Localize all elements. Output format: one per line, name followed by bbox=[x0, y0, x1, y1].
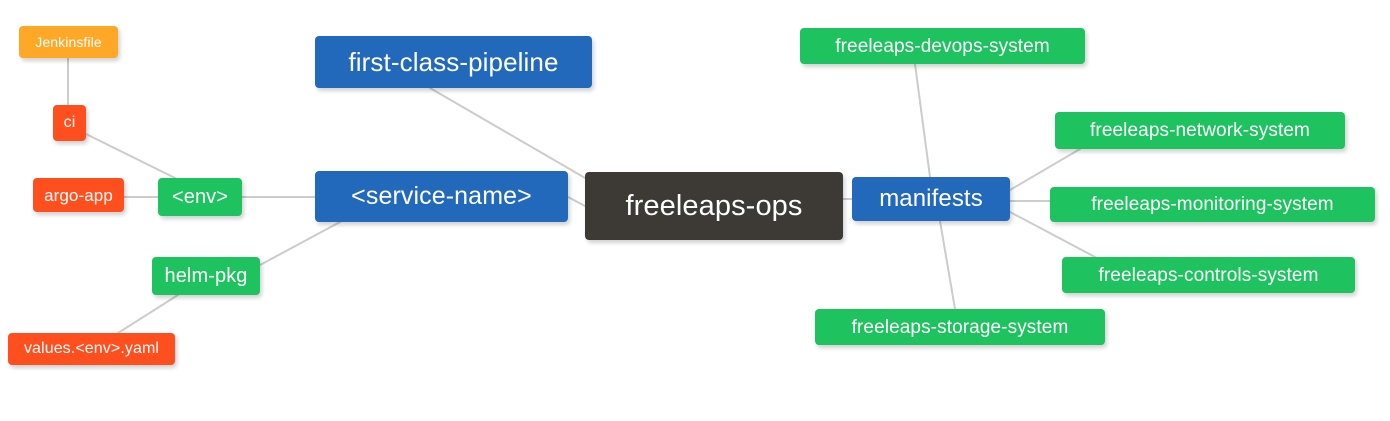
mindmap-node-manifests[interactable]: manifests bbox=[852, 177, 1010, 221]
mindmap-node-root[interactable]: freeleaps-ops bbox=[585, 172, 843, 240]
mindmap-node-env[interactable]: <env> bbox=[158, 178, 242, 216]
mindmap-node-monitoring[interactable]: freeleaps-monitoring-system bbox=[1050, 187, 1375, 222]
mindmap-node-helmpkg[interactable]: helm-pkg bbox=[152, 257, 260, 295]
edge-manifests-to-storage bbox=[939, 220, 956, 310]
edge-root-to-service bbox=[567, 196, 586, 207]
edge-env-to-ci bbox=[85, 133, 176, 179]
mindmap-node-devops[interactable]: freeleaps-devops-system bbox=[800, 28, 1085, 64]
edge-manifests-to-network bbox=[1009, 148, 1081, 191]
mindmap-node-ci[interactable]: ci bbox=[53, 105, 86, 141]
mindmap-node-service[interactable]: <service-name> bbox=[315, 171, 568, 222]
edge-service-to-helmpkg bbox=[259, 221, 341, 266]
edge-manifests-to-devops bbox=[914, 63, 931, 178]
mindmap-node-pipeline[interactable]: first-class-pipeline bbox=[315, 36, 592, 88]
edge-root-to-pipeline bbox=[429, 87, 593, 183]
edge-helmpkg-to-valuesyaml bbox=[117, 294, 179, 334]
mindmap-node-valuesyaml[interactable]: values.<env>.yaml bbox=[8, 333, 175, 365]
mindmap-node-jenkinsfile[interactable]: Jenkinsfile bbox=[19, 26, 118, 58]
mindmap-node-argoapp[interactable]: argo-app bbox=[33, 178, 124, 212]
mindmap-node-controls[interactable]: freeleaps-controls-system bbox=[1062, 257, 1355, 293]
mindmap-node-storage[interactable]: freeleaps-storage-system bbox=[815, 309, 1105, 345]
mindmap-node-network[interactable]: freeleaps-network-system bbox=[1055, 112, 1345, 149]
